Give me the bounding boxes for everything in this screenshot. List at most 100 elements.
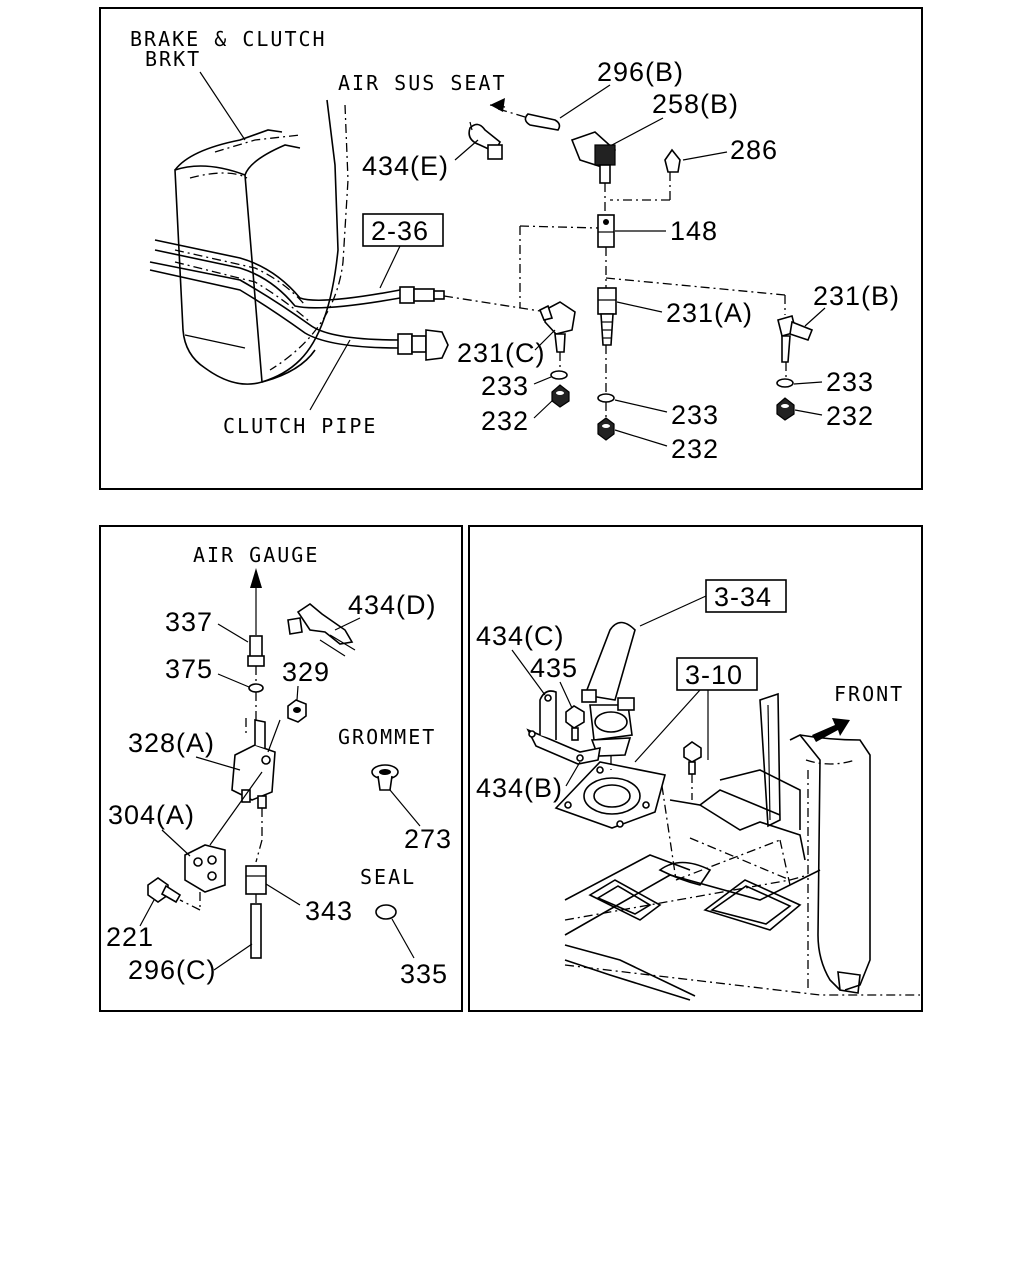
connector-148 — [519, 214, 615, 308]
brake-clutch-bracket — [174, 99, 349, 385]
label-air-gauge: AIR GAUGE — [193, 543, 319, 567]
callout-231c: 231(C) — [457, 338, 546, 368]
pipes — [149, 239, 541, 361]
leader-3-10-a — [634, 689, 701, 763]
leader-375 — [217, 673, 250, 688]
connector-343 — [245, 865, 267, 904]
callout-296c: 296(C) — [128, 955, 217, 985]
callout-231a: 231(A) — [666, 298, 753, 328]
leader-335 — [391, 918, 415, 959]
leader-231b — [804, 307, 826, 327]
callout-232-mid: 232 — [671, 434, 719, 464]
callout-434c: 434(C) — [476, 621, 565, 651]
leader-296b — [559, 84, 611, 119]
seal-335 — [375, 904, 397, 920]
callout-343: 343 — [305, 896, 353, 926]
label-brkt: BRKT — [145, 47, 201, 71]
label-seal: SEAL — [360, 865, 416, 889]
leader-231a — [616, 301, 663, 313]
leader-434c — [511, 649, 546, 696]
leader-286 — [682, 151, 728, 161]
leader-233-mid — [614, 399, 668, 413]
callout-273: 273 — [404, 824, 452, 854]
leader-273 — [389, 789, 421, 827]
leader-brkt — [199, 71, 246, 141]
line-to-231b — [605, 277, 786, 315]
ref-box-3-34-label: 3-34 — [714, 582, 772, 612]
top-panel-frame — [99, 7, 923, 490]
callout-233-left: 233 — [481, 371, 529, 401]
control-valve — [581, 621, 636, 770]
leader-343 — [265, 883, 301, 906]
air-sus-seat-hose — [489, 98, 561, 131]
plug-286 — [610, 148, 681, 201]
leader-304a — [161, 829, 191, 857]
leader-258b — [611, 117, 664, 146]
leader-328a — [195, 756, 241, 771]
leader-435 — [559, 681, 573, 709]
fitting-231a — [597, 287, 617, 441]
mounting-plate — [554, 761, 666, 829]
callout-328a: 328(A) — [128, 728, 215, 758]
pipe-296c — [250, 903, 262, 959]
callout-233-right: 233 — [826, 367, 874, 397]
leader-233-right — [793, 381, 823, 385]
valve-258b — [570, 131, 617, 215]
align-line-3 — [779, 839, 791, 886]
bottom-left-panel-frame — [99, 525, 463, 1012]
bolt-frame — [683, 741, 702, 800]
bottom-right-panel: FRONT 3-34 3-10 434(C) 435 434(B) — [468, 525, 923, 1012]
callout-329: 329 — [282, 657, 330, 687]
leader-221 — [139, 899, 155, 927]
callout-434b: 434(B) — [476, 773, 563, 803]
label-clutch-pipe: CLUTCH PIPE — [223, 414, 377, 438]
ref-box-2-36-label: 2-36 — [371, 216, 429, 246]
nut-329 — [287, 699, 307, 723]
leader-232-mid — [614, 429, 668, 447]
leader-434e — [454, 139, 479, 161]
callout-233-mid: 233 — [671, 400, 719, 430]
ref-box-2-36 — [362, 213, 444, 247]
front-arrow — [812, 718, 850, 742]
align-line-1 — [661, 785, 677, 881]
leader-296c — [213, 943, 253, 971]
callout-375: 375 — [165, 654, 213, 684]
callout-258b: 258(B) — [652, 89, 739, 119]
callout-148: 148 — [670, 216, 718, 246]
leader-337 — [217, 623, 249, 643]
leader-329 — [296, 685, 299, 701]
callout-435: 435 — [530, 653, 578, 683]
leader-231c — [534, 329, 556, 351]
callout-304a: 304(A) — [108, 800, 195, 830]
callout-434d: 434(D) — [348, 590, 437, 620]
callout-335: 335 — [400, 959, 448, 989]
label-brake-clutch: BRAKE & CLUTCH — [130, 27, 327, 51]
callout-221: 221 — [106, 922, 154, 952]
callout-296b: 296(B) — [597, 57, 684, 87]
leader-clutch-pipe — [309, 339, 351, 411]
bolt-221 — [147, 877, 182, 904]
part-337 — [247, 635, 265, 684]
label-front: FRONT — [834, 682, 904, 706]
bottom-left-panel: AIR GAUGE — [99, 525, 463, 1012]
top-panel: 2-36 BRAKE & CLUTCH BRKT AIR SUS SEAT CL… — [99, 7, 923, 490]
bracket-434b — [526, 690, 601, 765]
leader-2-36 — [379, 245, 401, 289]
clip-434d — [287, 603, 356, 657]
bottom-right-panel-frame — [468, 525, 923, 1012]
callout-232-left: 232 — [481, 406, 529, 436]
callout-434e: 434(E) — [362, 151, 449, 181]
clip-434e — [468, 121, 503, 160]
callout-337: 337 — [165, 607, 213, 637]
air-gauge-arrow-head — [250, 568, 262, 588]
bracket-328a — [231, 718, 281, 863]
label-air-sus-seat: AIR SUS SEAT — [338, 71, 507, 95]
leader-3-34 — [639, 595, 707, 627]
leader-232-right — [794, 409, 823, 416]
leader-233-left — [533, 376, 552, 385]
washer-375 — [248, 683, 264, 693]
bolt-435 — [565, 705, 585, 741]
fitting-231b — [776, 315, 814, 421]
label-grommet: GROMMET — [338, 725, 436, 749]
